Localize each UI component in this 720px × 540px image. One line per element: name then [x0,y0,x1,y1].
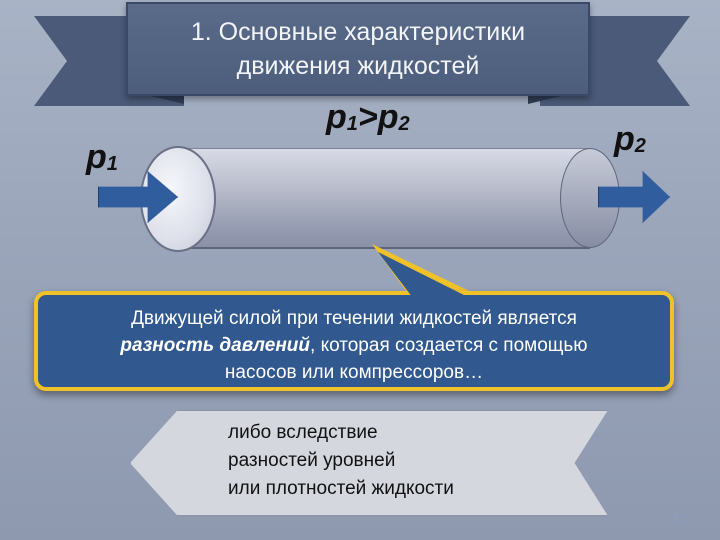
title-banner: 1. Основные характеристики движения жидк… [126,2,590,96]
driving-force-callout: Движущей силой при течении жидкостей явл… [34,291,674,391]
scroll-line1: либо вследствие [228,422,378,443]
callout-line1: Движущей силой при течении жидкостей явл… [131,308,577,329]
page-number: 7 [672,514,679,526]
cmp-p-a: p [326,98,347,136]
page-title: 1. Основные характеристики движения жидк… [190,18,526,80]
scroll-line3: или плотностей жидкости [228,478,454,499]
pressure-p1-label: p1 [86,138,118,177]
p1-sub: 1 [106,153,118,175]
scroll-shape [130,410,608,516]
p1-base: p [86,138,107,176]
pipe-body [170,148,590,249]
cmp-sub-a: 1 [346,113,358,135]
cmp-sub-b: 2 [398,113,410,135]
callout-line2: , которая создается с помощью [310,335,588,356]
p2-base: p [614,120,635,158]
cmp-operator: > [357,98,378,136]
p2-sub: 2 [634,135,646,157]
pipe-opening [140,146,216,252]
cmp-p-b: p [377,98,399,136]
scroll-text: либо вследствие разностей уровней или пл… [228,419,528,503]
callout-line3: насосов или компрессоров… [224,362,484,383]
callout-emphasis: разность давлений [120,335,311,356]
scroll-line2: разностей уровней [228,450,396,471]
pressure-p2-label: p2 [614,120,646,159]
pressure-comparison: p1>p2 [326,98,410,137]
